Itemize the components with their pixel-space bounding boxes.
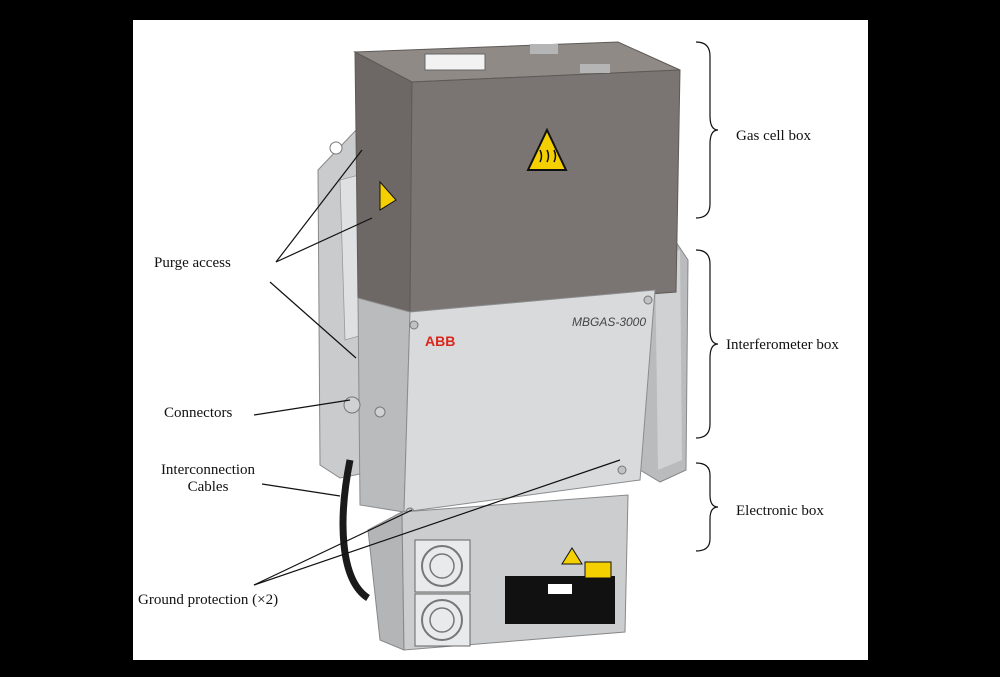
label-interconnection-line2: Cables: [187, 479, 229, 496]
label-ground-protection: Ground protection (×2): [138, 592, 279, 608]
label-interconnection-line1: Interconnection: [160, 462, 256, 478]
fan-grille-upper: [414, 539, 471, 593]
interferometer-brace: [695, 249, 719, 439]
label-connectors: Connectors: [164, 405, 233, 421]
model-name: MBGAS-3000: [572, 315, 646, 329]
gas-cell-brace: [695, 41, 719, 219]
fan-grille-lower: [414, 593, 471, 647]
braces: [695, 41, 719, 552]
label-purge-access: Purge access: [154, 255, 231, 271]
leader-lines: [253, 149, 621, 586]
electronic-brace: [695, 462, 719, 552]
interferometer-box: ABB MBGAS-3000: [343, 289, 656, 517]
gas-cell-box: [353, 41, 681, 313]
brand-logo: ABB: [425, 333, 455, 349]
rating-plate: [505, 576, 615, 624]
connector: [374, 406, 386, 418]
label-electronic-box: Electronic box: [736, 503, 824, 519]
label-interferometer-box: Interferometer box: [726, 337, 839, 353]
electronic-box: [339, 459, 629, 651]
label-gas-cell-box: Gas cell box: [736, 128, 811, 144]
connector: [343, 396, 361, 414]
label-interconnection-cables: Interconnection Cables: [146, 462, 270, 497]
interconnection-cable: [339, 459, 371, 601]
